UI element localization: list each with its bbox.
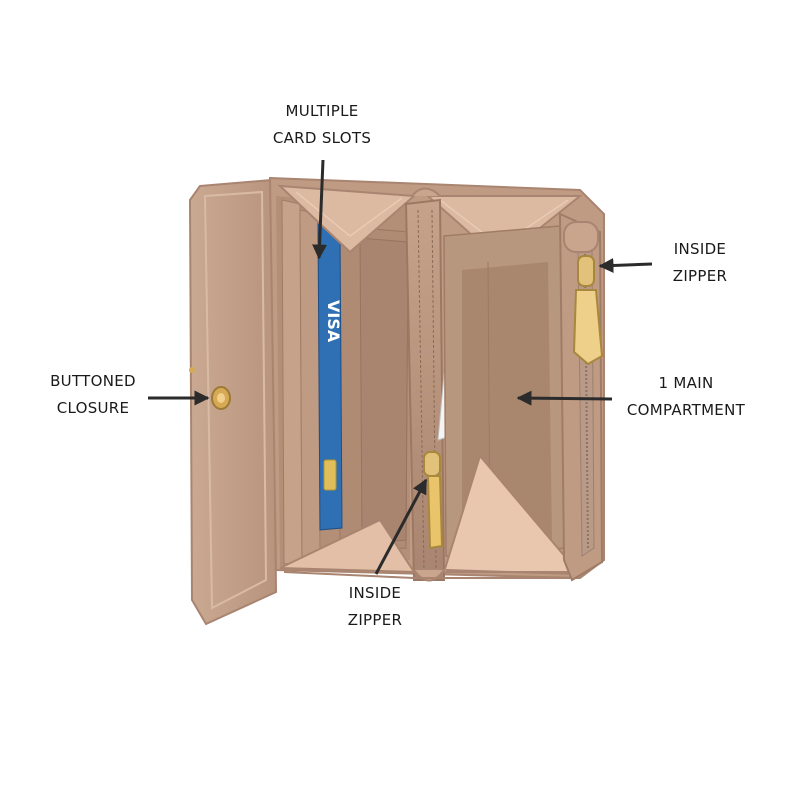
label-inside-zipper-right: INSIDE ZIPPER	[655, 236, 745, 290]
zipper-pull-icon	[572, 255, 604, 366]
label-line: INSIDE	[673, 240, 727, 258]
bottom-gusset	[279, 453, 581, 579]
label-main-compartment: 1 MAIN COMPARTMENT	[620, 370, 752, 424]
label-line: INSIDE	[348, 584, 402, 602]
card-slots	[276, 196, 410, 566]
label-line: ZIPPER	[672, 267, 728, 285]
label-buttoned-closure: BUTTONED CLOSURE	[40, 368, 146, 422]
label-line: MULTIPLE	[285, 102, 359, 120]
label-inside-zipper-bottom: INSIDE ZIPPER	[330, 580, 420, 634]
bank-card: VISA	[317, 221, 343, 531]
button-snap-icon	[189, 367, 231, 410]
label-line: CLOSURE	[56, 399, 130, 417]
label-line: ZIPPER	[347, 611, 403, 629]
arrow-icon	[516, 390, 613, 406]
card-chip-icon	[323, 459, 337, 491]
wallet-flap	[188, 178, 278, 626]
card-brand-text: VISA	[324, 300, 343, 343]
label-line: COMPARTMENT	[626, 401, 746, 419]
zipper-pull-icon	[423, 451, 444, 550]
arrow-icon	[598, 257, 653, 273]
callout-arrows	[148, 159, 653, 575]
arrow-icon	[312, 159, 328, 260]
label-line: CARD SLOTS	[272, 129, 372, 147]
label-line: BUTTONED	[50, 372, 136, 390]
arrow-icon	[374, 478, 428, 575]
label-multiple-card-slots: MULTIPLE CARD SLOTS	[262, 98, 382, 152]
label-line: 1 MAIN	[658, 374, 714, 392]
